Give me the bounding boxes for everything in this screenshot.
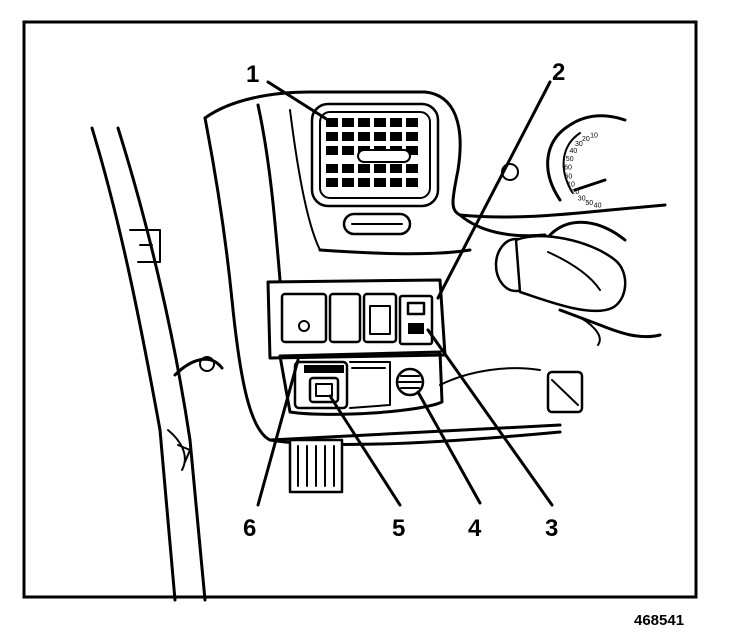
square-button[interactable] [308, 376, 340, 404]
speedometer-tick-label: 10 [567, 182, 575, 189]
vent-slot [342, 146, 354, 155]
leader-lines [256, 80, 554, 507]
speedometer-tick-label: 50 [585, 200, 593, 207]
a-pillar [90, 126, 224, 602]
vent-slot [374, 164, 386, 173]
indicator-strip [304, 365, 344, 373]
speedometer-tick-label: 40 [570, 148, 578, 155]
vent-slot [358, 178, 370, 187]
vent-slot [326, 164, 338, 173]
vent-slot [326, 132, 338, 141]
speedometer-tick-label: 30 [578, 195, 586, 202]
upper-small-switch[interactable] [406, 301, 426, 316]
vent-slot [406, 146, 418, 155]
vent-slot [390, 178, 402, 187]
speedometer-tick-label: 50 [566, 156, 574, 163]
upper-switch-panel [266, 278, 447, 360]
vent-slot [390, 118, 402, 127]
vent-slot [326, 146, 338, 155]
vent-slot [406, 164, 418, 173]
vent-slot [358, 132, 370, 141]
vent-slot [406, 178, 418, 187]
lower-small-switch[interactable] [408, 323, 424, 334]
speedometer-tick-label: 40 [594, 203, 602, 210]
speedometer-tick-label: 60 [565, 173, 573, 180]
vent-slot [342, 178, 354, 187]
pedal [288, 438, 344, 494]
callout-2: 2 [552, 59, 565, 86]
vent-slot [374, 132, 386, 141]
callout-1: 1 [246, 61, 259, 88]
vent-slot [374, 178, 386, 187]
vent-slot [326, 118, 338, 127]
figure-id: 468541 [634, 612, 684, 629]
vent-slot [390, 164, 402, 173]
vent-adjust-tab[interactable] [357, 149, 411, 163]
callout-4: 4 [468, 515, 482, 542]
callout-3: 3 [545, 515, 558, 542]
vent-slot [390, 132, 402, 141]
speedometer-tick-label: 20 [572, 189, 580, 196]
vent-louvers [326, 118, 418, 187]
vent-slot [342, 164, 354, 173]
vent-slot [342, 132, 354, 141]
vent-slot [326, 178, 338, 187]
speedometer-tick-label: 10 [590, 132, 598, 139]
figure-border [22, 20, 698, 599]
vent-slot [342, 118, 354, 127]
speedometer-tick-label: 60 [564, 165, 572, 172]
air-vent [310, 102, 440, 236]
vent-slot [374, 118, 386, 127]
vent-slot [358, 164, 370, 173]
callout-5: 5 [392, 515, 405, 542]
speedometer-tick-label: 20 [582, 136, 590, 143]
shift-lever [494, 220, 662, 414]
vent-slot [358, 118, 370, 127]
vent-slot [406, 118, 418, 127]
vent-slot [406, 132, 418, 141]
speedometer-tick-label: 30 [575, 141, 583, 148]
callout-6: 6 [243, 515, 256, 542]
lower-switch-panel [278, 350, 444, 416]
